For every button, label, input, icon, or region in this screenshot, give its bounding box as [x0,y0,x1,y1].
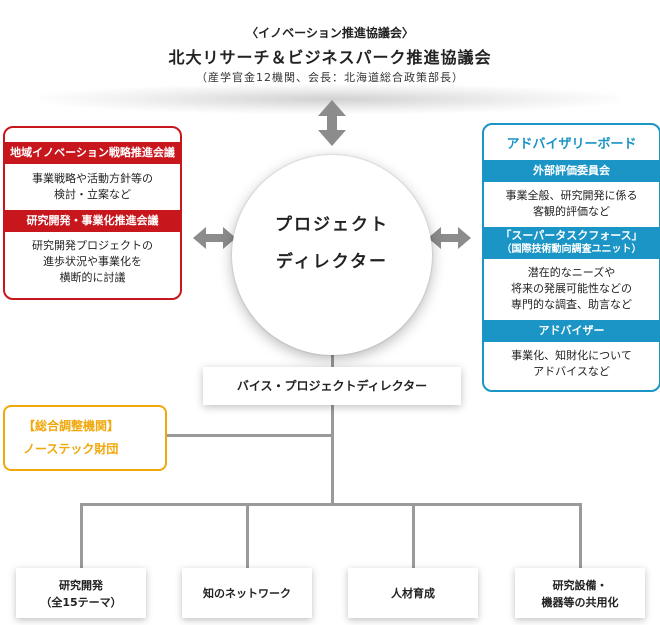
advisory-board-box: アドバイザリーボード 外部評価委員会 事業全般、研究開発に係る 客観的評価など … [482,123,660,392]
super-task-force-desc-3: 専門的な調査、助言など [511,298,632,311]
super-task-force-title-2: （国際技術動向調査ユニット） [501,244,642,255]
external-committee-title: 外部評価委員会 [484,160,659,182]
connector-drop-1 [80,503,83,569]
rd-box: 研究開発 （全15テーマ） [16,568,146,618]
connector-circle-to-vice [331,350,334,370]
equipment-sharing-label-2: 機器等の共用化 [541,596,619,609]
knowledge-network-box: 知のネットワーク [182,568,312,618]
connector-drop-4 [579,503,582,569]
rd-council-desc-3: 横断的に討議 [59,271,126,284]
super-task-force-title: 「スーパータスクフォース」 （国際技術動向調査ユニット） [484,227,659,259]
adviser-desc-1: 事業化、知財化について [511,349,632,362]
connector-drop-3 [412,503,415,569]
knowledge-network-label: 知のネットワーク [203,587,291,600]
hr-development-box: 人材育成 [348,568,478,618]
coordinator-box: 【総合調整機関】 ノーステック財団 [3,405,167,471]
equipment-sharing-box: 研究設備・ 機器等の共用化 [515,568,645,618]
strategy-council-desc-2: 検討・立案など [54,188,131,201]
strategy-council-desc-1: 事業戦略や活動方針等の [32,172,153,185]
connector-coordinator [163,434,333,437]
equipment-sharing-label-1: 研究設備・ [552,579,608,592]
external-committee-desc-2: 客観的評価など [533,205,610,218]
adviser-title: アドバイザー [484,320,659,342]
advisory-board-title: アドバイザリーボード [506,137,637,152]
rd-box-label-2: （全15テーマ） [40,596,122,609]
hr-development-label: 人材育成 [391,587,435,600]
adviser-desc-2: アドバイスなど [533,365,610,378]
project-director-label-2: ディレクター [275,252,389,272]
connector-vice-to-trunk [331,405,334,505]
strategy-council-title: 地域イノベーション戦略推進会議 [5,142,180,164]
super-task-force-desc-2: 将来の発展可能性などの [511,282,632,295]
coordinator-label: 【総合調整機関】 [23,419,120,433]
connector-horizontal-bus [80,503,582,506]
coordinator-name: ノーステック財団 [23,442,119,456]
vice-project-director-box: バイス・プロジェクトディレクター [203,367,461,405]
rd-box-label-1: 研究開発 [59,579,103,592]
external-committee-desc-1: 事業全般、研究開発に係る [505,189,638,202]
rd-council-title: 研究開発・事業化推進会議 [5,210,180,232]
super-task-force-title-1: 「スーパータスクフォース」 [500,229,643,242]
regional-council-box: 地域イノベーション戦略推進会議 事業戦略や活動方針等の 検討・立案など 研究開発… [3,126,182,300]
rd-council-desc-2: 進歩状況や事業化を [43,255,142,268]
rd-council-desc-1: 研究開発プロジェクトの [32,239,153,252]
connector-drop-2 [246,503,249,569]
left-double-arrow-icon [193,227,236,249]
council-note: （産学官金12機関、会長：北海道総合政策部長） [196,71,464,84]
vertical-double-arrow-icon [318,100,346,146]
project-director-circle: プロジェクト ディレクター [232,155,432,355]
council-subtitle: 〈イノベーション推進協議会〉 [246,26,414,40]
super-task-force-desc-1: 潜在的なニーズや [527,266,616,279]
council-title: 北大リサーチ＆ビジネスパーク推進協議会 [168,48,492,67]
right-double-arrow-icon [428,227,471,249]
project-director-label-1: プロジェクト [275,215,389,235]
